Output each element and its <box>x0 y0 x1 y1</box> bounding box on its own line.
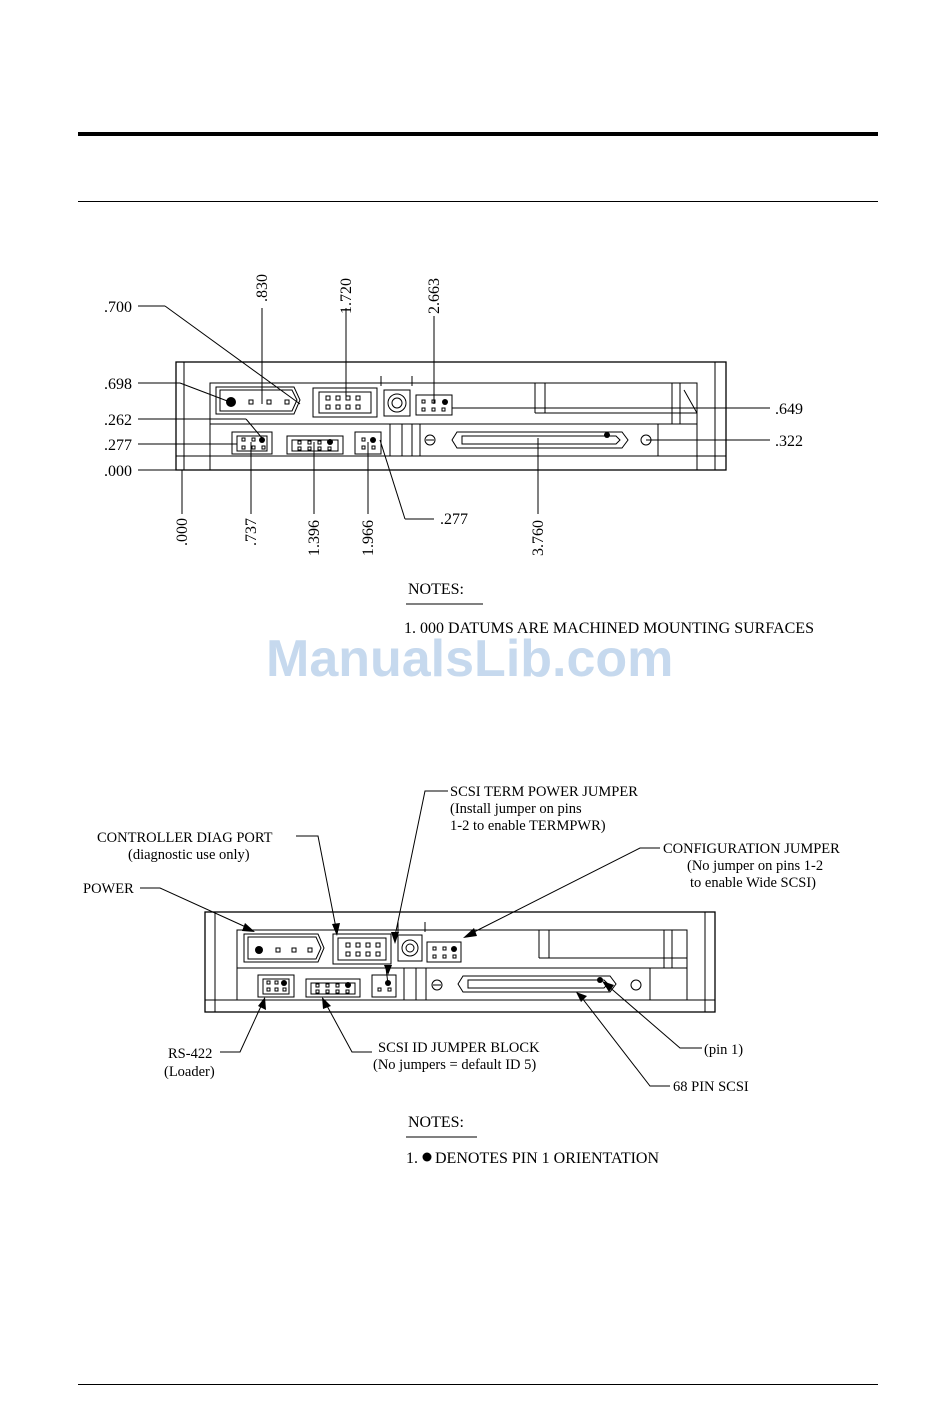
config-title: CONFIGURATION JUMPER <box>663 841 840 857</box>
notes-block-2: NOTES: 1. DENOTES PIN 1 ORIENTATION <box>406 1114 659 1167</box>
dim-right-0: .649 <box>775 401 803 418</box>
dim-left-4: .000 <box>104 463 132 480</box>
watermark: ManualsLib.com <box>266 630 673 688</box>
scsi-id-sub: (No jumpers = default ID 5) <box>373 1057 536 1073</box>
bottom-scsi68-connector <box>457 975 617 993</box>
top-dims-top: .830 1.720 2.663 <box>254 274 443 314</box>
notes2-item-text: DENOTES PIN 1 ORIENTATION <box>435 1150 659 1167</box>
scsi68-label: 68 PIN SCSI <box>673 1079 749 1095</box>
dim-right-1: .322 <box>775 433 803 450</box>
rs422-sub: (Loader) <box>164 1064 215 1080</box>
scsi-term-line3: 1-2 to enable TERMPWR) <box>450 818 606 834</box>
dim-bottom-1: .737 <box>243 518 260 546</box>
scsi-term-line2: (Install jumper on pins <box>450 801 582 817</box>
dim-left-3: .277 <box>104 437 132 454</box>
notes1-item: 1. 000 DATUMS ARE MACHINED MOUNTING SURF… <box>404 620 814 637</box>
dim-left-1: .698 <box>104 376 132 393</box>
scsi-term-title: SCSI TERM POWER JUMPER <box>450 784 638 800</box>
notes2-heading: NOTES: <box>408 1114 464 1131</box>
dim-bottom-3: 1.966 <box>360 520 377 556</box>
rs422-label: RS-422 (Loader) <box>164 1046 215 1080</box>
dim-left-2: .262 <box>104 412 132 429</box>
dim-bottom-2: 1.396 <box>306 520 323 556</box>
bottom-diag-port <box>332 933 392 965</box>
pin1-label: (pin 1) <box>704 1042 743 1058</box>
scsi-id-title: SCSI ID JUMPER BLOCK <box>378 1040 540 1056</box>
diag-port-sub: (diagnostic use only) <box>128 847 250 863</box>
dim-bottom-4: 3.760 <box>530 520 547 556</box>
header-rule-thin <box>78 201 878 202</box>
footer-rule <box>78 1384 878 1385</box>
bottom-drive-drawing <box>204 911 716 1013</box>
scsi-id-label: SCSI ID JUMPER BLOCK (No jumpers = defau… <box>373 1040 540 1073</box>
notes1-heading: NOTES: <box>408 581 464 598</box>
top-drive-drawing <box>175 361 727 471</box>
diag-port-label: CONTROLLER DIAG PORT (diagnostic use onl… <box>97 830 273 863</box>
top-dims-left: .700 .698 .262 .277 .000 <box>104 299 132 480</box>
bottom-power-connector <box>243 933 325 963</box>
scsi-term-power-label: SCSI TERM POWER JUMPER (Install jumper o… <box>450 784 638 834</box>
top-power-connector <box>215 386 301 415</box>
bottom-callout-leaders <box>140 790 702 1087</box>
dim-bottom-side: .277 <box>440 511 468 528</box>
config-line2: (No jumper on pins 1-2 <box>687 858 823 874</box>
top-diag-port <box>312 387 378 418</box>
diag-port-title: CONTROLLER DIAG PORT <box>97 830 273 846</box>
dim-top-1: 1.720 <box>338 278 355 314</box>
top-dimension-leaders <box>138 305 770 520</box>
rs422-title: RS-422 <box>168 1046 212 1062</box>
header-rule-thick <box>78 132 878 136</box>
top-dims-bottom: .000 .737 1.396 1.966 3.760 .277 <box>174 511 547 556</box>
dim-left-0: .700 <box>104 299 132 316</box>
top-dims-right: .649 .322 <box>775 401 803 450</box>
power-label: POWER <box>83 881 134 897</box>
notes-block-1: NOTES: 1. 000 DATUMS ARE MACHINED MOUNTI… <box>404 581 814 637</box>
top-scsi68-connector <box>451 431 629 449</box>
dim-top-2: 2.663 <box>426 278 443 314</box>
dim-top-0: .830 <box>254 274 271 302</box>
config-line3: to enable Wide SCSI) <box>690 875 816 891</box>
pin1-dot-icon <box>422 1152 432 1162</box>
dim-bottom-0: .000 <box>174 518 191 546</box>
notes2-item-prefix: 1. <box>406 1150 418 1167</box>
config-jumper-label: CONFIGURATION JUMPER (No jumper on pins … <box>663 841 840 891</box>
